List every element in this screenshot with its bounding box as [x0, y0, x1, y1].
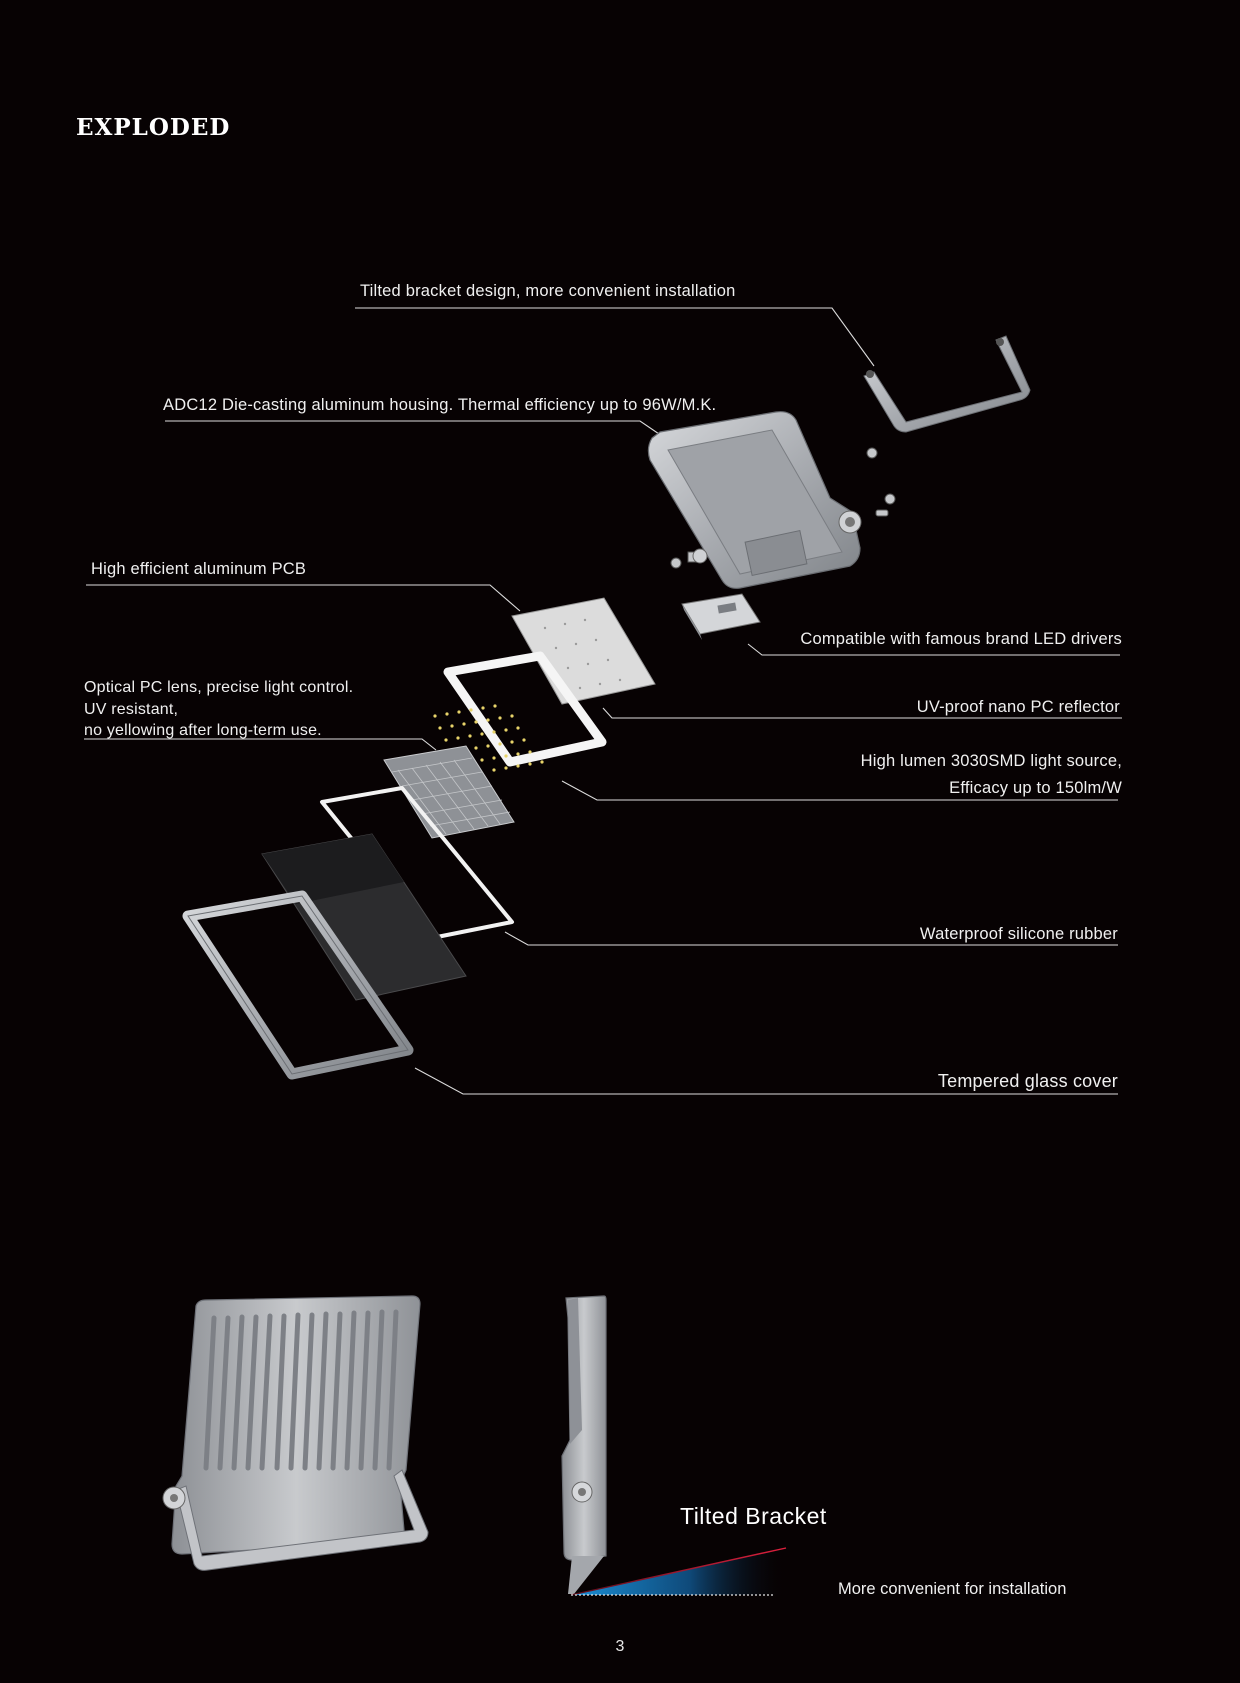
product-side-view [561, 1295, 607, 1594]
led-source-part [433, 704, 544, 772]
callout-source-line1: High lumen 3030SMD light source, [860, 752, 1122, 770]
callout-lens-line1: Optical PC lens, precise light control. [84, 679, 354, 696]
tilt-angle-indicator [570, 1547, 787, 1596]
product-back-view [162, 1295, 429, 1571]
callout-lens-line3: no yellowing after long-term use. [84, 722, 322, 739]
leader-glass [414, 1067, 1118, 1095]
callout-pcb: High efficient aluminum PCB [91, 560, 307, 578]
leader-lens [84, 738, 437, 751]
bracket-part [863, 335, 1031, 433]
glass-cover-part [261, 833, 467, 1001]
led-driver-part [681, 593, 761, 640]
tilted-bracket-caption: More convenient for installation [838, 1580, 1067, 1598]
leader-reflector [602, 707, 1122, 719]
page-number: 3 [615, 1638, 625, 1655]
callout-glass: Tempered glass cover [937, 1071, 1118, 1091]
callout-rubber: Waterproof silicone rubber [919, 925, 1118, 943]
callout-housing: ADC12 Die-casting aluminum housing. Ther… [163, 396, 717, 414]
callout-lens-line2: UV resistant, [84, 701, 179, 718]
callout-source-line2: Efficacy up to 150lm/W [949, 779, 1122, 797]
page-title: EXPLODED [76, 114, 231, 141]
screws [670, 447, 896, 569]
reflector-part [443, 651, 607, 767]
callout-drivers: Compatible with famous brand LED drivers [800, 630, 1122, 648]
leader-housing [165, 420, 663, 437]
leader-pcb [86, 584, 521, 612]
optical-lens-part [383, 745, 515, 839]
housing-part [647, 411, 862, 589]
leader-drivers [747, 643, 1120, 656]
callout-bracket: Tilted bracket design, more convenient i… [360, 282, 736, 300]
leader-source [561, 780, 1118, 801]
front-frame-part [182, 890, 414, 1080]
leader-rubber [504, 931, 1118, 946]
tilted-bracket-heading: Tilted Bracket [680, 1503, 827, 1529]
pcb-part [511, 597, 656, 705]
leader-lines [84, 307, 1122, 1095]
callout-reflector: UV-proof nano PC reflector [916, 698, 1120, 716]
leader-bracket [355, 307, 875, 367]
